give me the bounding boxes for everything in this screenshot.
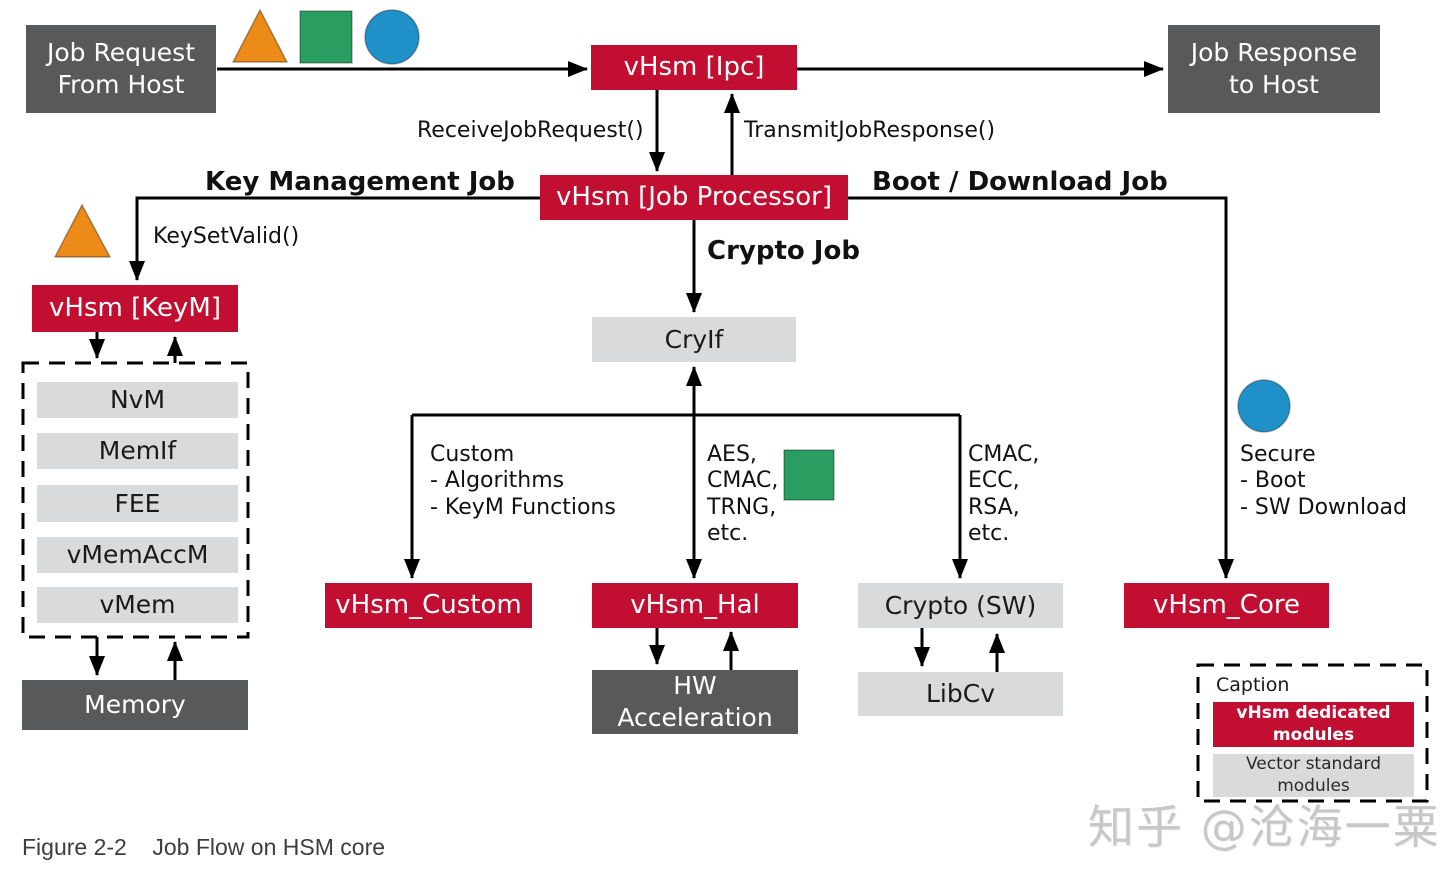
label-transmit-job-response: TransmitJobResponse() — [744, 118, 996, 143]
arrow-boot-download-job — [848, 196, 1234, 579]
node-crypto-sw: Crypto (SW) — [858, 583, 1063, 628]
label-key-management-job: Key Management Job — [205, 167, 515, 197]
legend-title: Caption — [1216, 674, 1290, 696]
note-sw-algorithms: CMAC, ECC, RSA, etc. — [968, 442, 1040, 547]
figure-caption: Figure 2-2 Job Flow on HSM core — [22, 834, 386, 860]
note-hal-algorithms: AES, CMAC, TRNG, etc. — [707, 442, 779, 547]
node-vhsm-keym: vHsm [KeyM] — [32, 285, 238, 332]
node-nvm: NvM — [37, 382, 238, 418]
note-custom: Custom - Algorithms - KeyM Functions — [430, 442, 616, 520]
square-icon — [299, 10, 353, 64]
circle-icon — [364, 9, 420, 65]
node-vhsm-custom: vHsm_Custom — [325, 583, 532, 628]
dashed-legend-border — [1196, 663, 1429, 803]
label-boot-download-job: Boot / Download Job — [872, 167, 1168, 197]
label-keyset-valid: KeySetValid() — [153, 224, 300, 249]
legend-vhsm-dedicated-modules: vHsm dedicated modules — [1213, 702, 1414, 747]
circle-icon — [1237, 379, 1291, 433]
node-memory: Memory — [22, 680, 248, 730]
watermark: 知乎 @沧海一粟 — [1088, 800, 1440, 854]
node-vmemaccm: vMemAccM — [37, 537, 238, 573]
square-icon — [783, 449, 835, 501]
label-receive-job-request: ReceiveJobRequest() — [417, 118, 644, 143]
triangle-icon — [53, 203, 112, 258]
node-job-response: Job Response to Host — [1168, 25, 1380, 113]
node-vmem: vMem — [37, 587, 238, 623]
node-vhsm-job-processor: vHsm [Job Processor] — [540, 175, 848, 220]
note-secure: Secure - Boot - SW Download — [1240, 442, 1407, 520]
legend-vector-standard-modules: Vector standard modules — [1213, 754, 1414, 797]
node-memif: MemIf — [37, 433, 238, 469]
node-libcv: LibCv — [858, 672, 1063, 716]
node-vhsm-hal: vHsm_Hal — [592, 583, 798, 628]
node-job-request: Job Request From Host — [26, 25, 216, 113]
node-vhsm-ipc: vHsm [Ipc] — [591, 45, 797, 90]
arrow-key-management-job — [129, 196, 540, 281]
node-hw-acceleration: HW Acceleration — [592, 670, 798, 734]
label-crypto-job: Crypto Job — [707, 236, 860, 266]
node-fee: FEE — [37, 485, 238, 522]
node-vhsm-core: vHsm_Core — [1124, 583, 1329, 628]
triangle-icon — [231, 8, 289, 63]
node-cryif: CryIf — [592, 317, 796, 362]
dashed-memory-stack-border — [21, 361, 250, 639]
